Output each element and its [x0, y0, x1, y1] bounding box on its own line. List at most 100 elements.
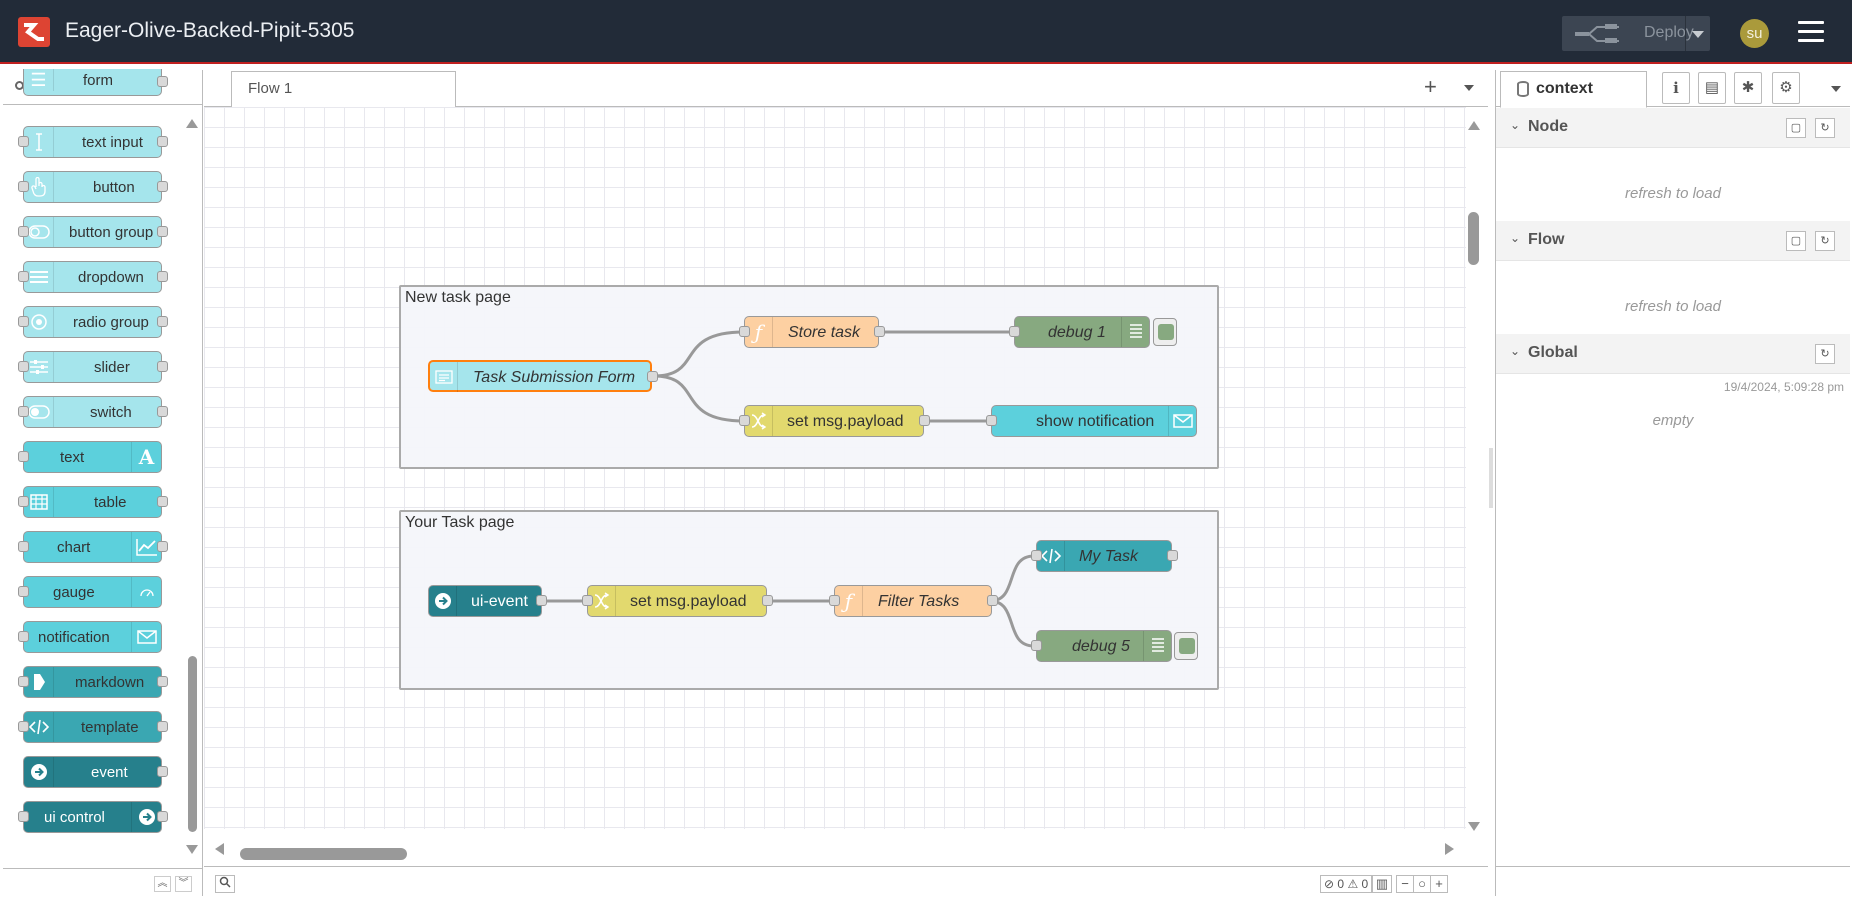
input-port[interactable] — [18, 316, 29, 327]
palette-node-chart[interactable]: chart — [18, 531, 168, 563]
input-port[interactable] — [739, 415, 750, 426]
output-port[interactable] — [157, 406, 168, 417]
debug-toggle-button[interactable] — [1174, 632, 1198, 660]
canvas-scroll-left-icon[interactable] — [215, 843, 224, 855]
info-icon[interactable]: i — [1662, 72, 1690, 104]
output-port[interactable] — [157, 676, 168, 687]
output-port[interactable] — [157, 766, 168, 777]
refresh-icon[interactable]: ↻ — [1815, 231, 1835, 251]
book-icon[interactable]: ▤ — [1698, 72, 1726, 104]
output-port[interactable] — [157, 721, 168, 732]
input-port[interactable] — [18, 361, 29, 372]
input-port[interactable] — [582, 595, 593, 606]
input-port[interactable] — [829, 595, 840, 606]
section-header-node[interactable]: ⌄ Node ▢ ↻ — [1496, 108, 1850, 148]
output-port[interactable] — [157, 76, 168, 87]
palette-node-table[interactable]: table — [18, 486, 168, 518]
output-port[interactable] — [647, 371, 658, 382]
input-port[interactable] — [18, 136, 29, 147]
output-port[interactable] — [987, 595, 998, 606]
palette-scroll-down-icon[interactable] — [186, 845, 198, 854]
input-port[interactable] — [18, 721, 29, 732]
node-filter-tasks[interactable]: ƒ Filter Tasks — [829, 585, 998, 617]
output-port[interactable] — [1167, 550, 1178, 561]
output-port[interactable] — [157, 271, 168, 282]
node-debug-1[interactable]: debug 1 — [1009, 316, 1150, 348]
canvas-scroll-up-icon[interactable] — [1468, 121, 1480, 130]
toggle-icon[interactable]: ▢ — [1786, 231, 1806, 251]
input-port[interactable] — [18, 496, 29, 507]
input-port[interactable] — [18, 586, 29, 597]
collapse-all-icon[interactable]: ︽ — [154, 876, 171, 892]
toggle-icon[interactable]: ▢ — [1786, 118, 1806, 138]
node-my-task[interactable]: My Task — [1031, 540, 1178, 572]
palette-node-slider[interactable]: slider — [18, 351, 168, 383]
node-debug-5[interactable]: debug 5 — [1031, 630, 1172, 662]
expand-all-icon[interactable]: ︾ — [175, 876, 192, 892]
deploy-dropdown-caret-icon[interactable] — [1692, 31, 1704, 38]
palette-node-event[interactable]: event — [23, 756, 168, 788]
node-set-msg-payload[interactable]: set msg.payload — [582, 585, 773, 617]
node-ui-event[interactable]: ui-event — [428, 585, 547, 617]
output-port[interactable] — [157, 496, 168, 507]
output-port[interactable] — [157, 316, 168, 327]
search-flows-icon[interactable] — [215, 875, 235, 893]
canvas-scroll-down-icon[interactable] — [1468, 822, 1480, 831]
node-show-notification[interactable]: show notification — [986, 405, 1197, 437]
palette-node-ui-control[interactable]: ui control — [18, 801, 168, 833]
palette-node-dropdown[interactable]: dropdown — [18, 261, 168, 293]
input-port[interactable] — [18, 811, 29, 822]
palette-node-form[interactable]: form ☰ — [23, 69, 168, 96]
output-port[interactable] — [874, 326, 885, 337]
palette-node-switch[interactable]: switch — [18, 396, 168, 428]
tab-flow-1[interactable]: Flow 1 — [231, 71, 456, 108]
output-port[interactable] — [157, 361, 168, 372]
palette-node-radio-group[interactable]: radio group — [18, 306, 168, 338]
palette-scroll-up-icon[interactable] — [186, 119, 198, 128]
input-port[interactable] — [18, 181, 29, 192]
user-avatar[interactable]: su — [1740, 19, 1769, 48]
input-port[interactable] — [18, 406, 29, 417]
palette-node-notification[interactable]: notification — [18, 621, 162, 653]
output-port[interactable] — [157, 541, 168, 552]
output-port[interactable] — [157, 181, 168, 192]
input-port[interactable] — [18, 226, 29, 237]
deploy-button[interactable]: Deploy — [1562, 16, 1710, 51]
palette-node-markdown[interactable]: markdown — [18, 666, 168, 698]
sidebar-more-caret-icon[interactable] — [1831, 86, 1841, 92]
zoom-reset-icon[interactable]: ○ — [1413, 875, 1431, 893]
navigator-map-icon[interactable]: ▥ — [1372, 875, 1392, 893]
refresh-icon[interactable]: ↻ — [1815, 118, 1835, 138]
input-port[interactable] — [1009, 326, 1020, 337]
input-port[interactable] — [986, 415, 997, 426]
zoom-in-icon[interactable]: + — [1430, 875, 1448, 893]
main-menu-icon[interactable] — [1798, 21, 1824, 43]
debug-toggle-button[interactable] — [1153, 318, 1177, 346]
output-port[interactable] — [157, 226, 168, 237]
input-port[interactable] — [739, 326, 750, 337]
palette-node-button-group[interactable]: button group — [18, 216, 168, 248]
palette-node-gauge[interactable]: gauge — [18, 576, 162, 608]
input-port[interactable] — [18, 271, 29, 282]
output-port[interactable] — [762, 595, 773, 606]
gear-icon[interactable]: ⚙ — [1772, 72, 1800, 104]
status-counts[interactable]: ⊘ 0 ⚠ 0 — [1320, 875, 1373, 893]
palette-node-text[interactable]: text A — [18, 441, 162, 473]
input-port[interactable] — [18, 676, 29, 687]
node-store-task[interactable]: ƒ Store task — [739, 316, 885, 348]
canvas-vertical-scrollbar-thumb[interactable] — [1468, 212, 1479, 265]
node-set-msg-payload[interactable]: set msg.payload — [739, 405, 930, 437]
refresh-icon[interactable]: ↻ — [1815, 344, 1835, 364]
canvas-scroll-right-icon[interactable] — [1445, 843, 1454, 855]
node-task-submission-form[interactable]: Task Submission Form — [428, 360, 658, 392]
output-port[interactable] — [536, 595, 547, 606]
bug-icon[interactable]: ✱ — [1734, 72, 1762, 104]
input-port[interactable] — [18, 541, 29, 552]
output-port[interactable] — [919, 415, 930, 426]
canvas-horizontal-scrollbar-thumb[interactable] — [240, 848, 407, 860]
palette-node-template[interactable]: template — [18, 711, 168, 743]
input-port[interactable] — [1031, 550, 1042, 561]
section-header-global[interactable]: ⌄ Global ↻ — [1496, 334, 1850, 374]
flow-canvas[interactable]: New task page Your Task page Task Submis… — [204, 107, 1466, 829]
input-port[interactable] — [1031, 640, 1042, 651]
